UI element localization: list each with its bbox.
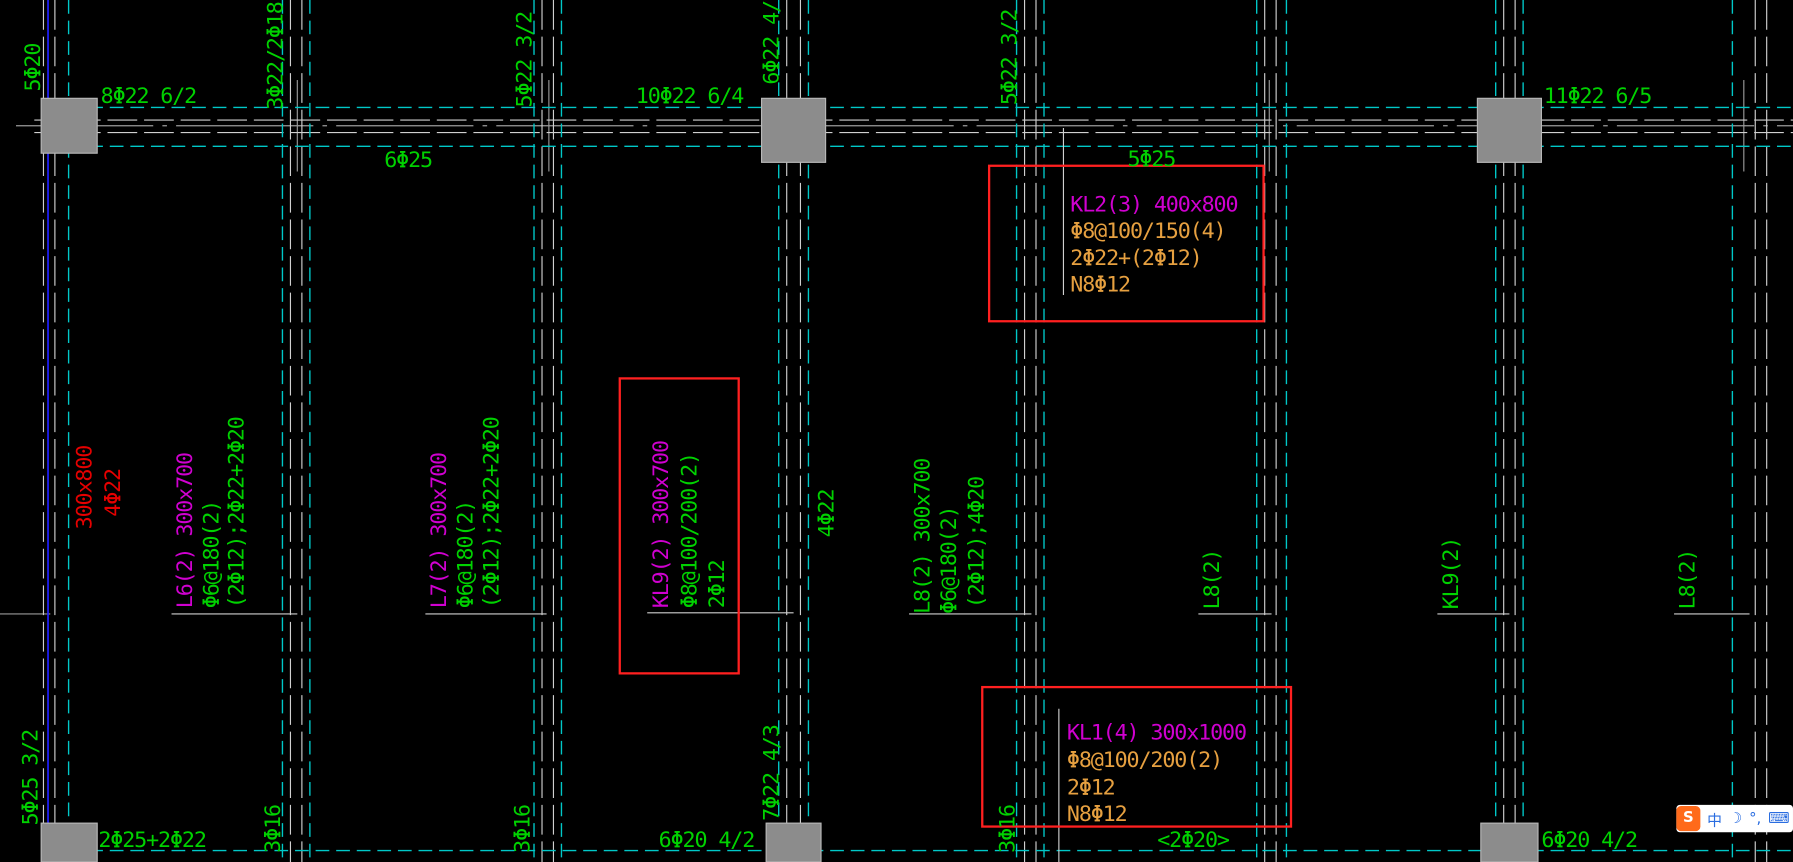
column	[40, 822, 98, 862]
column-bars-label: 4Φ22	[100, 468, 126, 517]
label-b-5p25: 5Φ25 3/2	[18, 729, 44, 826]
label-8p22: 8Φ22 6/2	[100, 83, 198, 109]
kl1-name-label[interactable]: KL1(4) 300x1000	[1066, 720, 1247, 746]
label-b-2p20: <2Φ20>	[1157, 827, 1230, 853]
label-b-3p16-c: 3Φ16	[994, 805, 1020, 853]
column	[765, 822, 822, 862]
moon-icon[interactable]: ☽	[1728, 809, 1743, 828]
l8-name-label: L8(2) 300x700	[910, 458, 936, 614]
highlight-box-kl1	[981, 685, 1293, 828]
l8-label-b: L8(2)	[1199, 549, 1225, 610]
kl9-bars-label: 2Φ12	[704, 560, 730, 609]
sogou-logo-icon[interactable]: S	[1676, 805, 1701, 832]
leader-lines	[171, 128, 1750, 862]
keyboard-icon[interactable]: ⌨	[1768, 809, 1790, 828]
kl9-label-b: KL9(2)	[1438, 537, 1464, 610]
l7-name-label: L7(2) 300x700	[426, 453, 452, 609]
label-b-6p20-b: 6Φ20 4/2	[1541, 827, 1638, 853]
highlight-box-kl2	[987, 164, 1265, 323]
column-size-label: 300x800	[72, 445, 98, 530]
highlight-box-kl9	[618, 377, 740, 675]
l8-bars-label: (2Φ12);4Φ20	[963, 476, 990, 609]
l6-bars-label: (2Φ12);2Φ22+2Φ20	[224, 417, 250, 609]
l6-name-label: L6(2) 300x700	[172, 453, 198, 609]
label-b-6p20-a: 6Φ20 4/2	[658, 827, 756, 853]
label-6p25: 6Φ25	[384, 147, 433, 173]
label-b-3p16-b: 3Φ16	[509, 805, 536, 853]
l7-stirrup-label: Φ6@180(2)	[452, 500, 478, 609]
column	[1480, 822, 1539, 862]
label-b-7p22: 7Φ22 4/3	[759, 725, 785, 821]
beam-outlines	[34, 0, 1793, 862]
l6-stirrup-label: Φ6@180(2)	[198, 500, 225, 609]
label-11p22: 11Φ22 6/5	[1543, 83, 1653, 109]
kl2-bars-label: 2Φ22+(2Φ12)	[1070, 245, 1202, 271]
kl9-name-label[interactable]: KL9(2) 300x700	[648, 441, 674, 609]
label-5p25: 5Φ25	[1127, 146, 1176, 172]
label-6p22: 6Φ22 4/2	[759, 0, 785, 85]
label-b-3p16-a: 3Φ16	[260, 805, 286, 853]
kl1-n-label: N8Φ12	[1066, 801, 1128, 827]
kl2-stirrup-label: Φ8@100/150(4)	[1070, 218, 1226, 244]
label-b-2p25: 2Φ25+2Φ22	[98, 827, 207, 853]
highlight-boxes	[618, 164, 1293, 828]
l8-label-c: L8(2)	[1675, 549, 1701, 610]
label-4p22: 4Φ22	[814, 489, 840, 538]
kl1-bars-label: 2Φ12	[1066, 775, 1116, 801]
label-10p22: 10Φ22 6/4	[635, 83, 745, 109]
column	[760, 97, 827, 163]
punctuation-icon[interactable]: °,	[1749, 809, 1762, 828]
columns	[40, 97, 1542, 862]
label-5p22-a: 5Φ22 3/2	[512, 11, 538, 108]
kl1-stirrup-label: Φ8@100/200(2)	[1066, 747, 1223, 773]
kl9-stirrup-label: Φ8@100/200(2)	[676, 453, 703, 609]
l8-stirrup-label: Φ6@180(2)	[936, 506, 962, 614]
column	[40, 97, 98, 154]
ime-lang-toggle[interactable]: 中	[1707, 812, 1723, 830]
kl2-n-label: N8Φ12	[1070, 272, 1131, 298]
column	[1476, 97, 1542, 163]
kl2-name-label[interactable]: KL2(3) 400x800	[1070, 192, 1238, 218]
label-5p22-b: 5Φ22 3/2	[997, 9, 1023, 106]
l7-bars-label: (2Φ12);2Φ22+2Φ20	[479, 417, 505, 609]
ime-toolbar[interactable]: S 中 ☽ °, ⌨	[1676, 804, 1793, 833]
label-5p20: 5Φ20	[20, 43, 46, 92]
label-3p22-2p18: 3Φ22/2Φ18	[263, 2, 289, 110]
